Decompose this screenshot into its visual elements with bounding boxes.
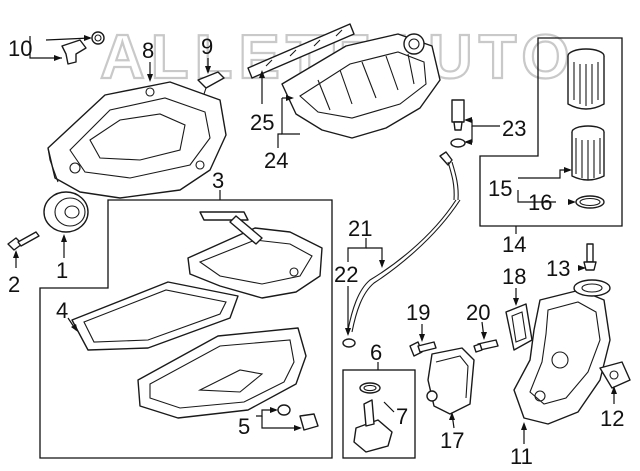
callout-8: 8 <box>142 38 154 63</box>
leader-lines <box>13 35 617 444</box>
callout-14: 14 <box>502 232 526 257</box>
callout-5: 5 <box>238 414 250 439</box>
box-group-14 <box>479 37 623 227</box>
part-10-elbow-fitting <box>61 31 105 65</box>
box-group-6 <box>342 369 416 459</box>
part-12-gasket <box>599 361 631 389</box>
part-19-bolt <box>409 341 437 357</box>
part-8-upper-housing <box>47 81 227 199</box>
part-25-intake-gasket <box>247 23 355 79</box>
callout-19: 19 <box>406 300 430 325</box>
part-16-filter-oring <box>575 195 605 209</box>
part-20-stud <box>473 339 499 353</box>
part-14-filter-housing-cap <box>567 48 605 110</box>
callout-10: 10 <box>8 36 32 61</box>
callout-16: 16 <box>528 190 552 215</box>
callout-9: 9 <box>201 34 213 59</box>
callout-22: 22 <box>334 262 358 287</box>
part-24-intake-manifold <box>281 33 441 139</box>
part-5-drain-plug <box>277 404 319 431</box>
callout-23: 23 <box>502 116 526 141</box>
callout-15: 15 <box>488 176 512 201</box>
part-13-bolt <box>583 243 597 271</box>
box-group-3 <box>39 199 333 459</box>
part-1-crank-pulley <box>43 191 89 233</box>
part-11-oil-filter-housing <box>513 279 611 425</box>
part-3-upper-oil-pan <box>187 211 323 299</box>
callout-6: 6 <box>370 340 382 365</box>
callout-18: 18 <box>502 264 526 289</box>
callout-3: 3 <box>212 168 224 193</box>
part-18-gasket <box>505 303 533 351</box>
part-4-lower-oil-pan <box>137 327 307 419</box>
part-2-pulley-bolt <box>7 231 40 251</box>
callout-12: 12 <box>600 406 624 431</box>
part-17-module <box>426 347 475 415</box>
callout-17: 17 <box>440 428 464 453</box>
part-15-filter-element <box>571 125 605 181</box>
callout-1: 1 <box>56 258 68 283</box>
part-7-sensor-seal <box>359 382 381 394</box>
part-4-oil-pan-gasket <box>71 281 239 351</box>
callout-21: 21 <box>348 216 372 241</box>
part-22-dipstick-tube <box>342 151 461 348</box>
callout-13: 13 <box>546 256 570 281</box>
callout-4: 4 <box>56 298 68 323</box>
callout-25: 25 <box>250 110 274 135</box>
part-9-sensor <box>197 71 225 95</box>
callout-24: 24 <box>264 148 288 173</box>
part-23-sensor <box>450 99 466 148</box>
callout-2: 2 <box>8 272 20 297</box>
callout-labels: 10 8 9 1 2 3 4 5 6 7 25 24 23 21 22 15 1… <box>8 34 624 469</box>
part-6-oil-level-sensor <box>353 399 393 453</box>
callout-20: 20 <box>466 300 490 325</box>
callout-11: 11 <box>510 444 533 469</box>
callout-7: 7 <box>396 404 408 429</box>
